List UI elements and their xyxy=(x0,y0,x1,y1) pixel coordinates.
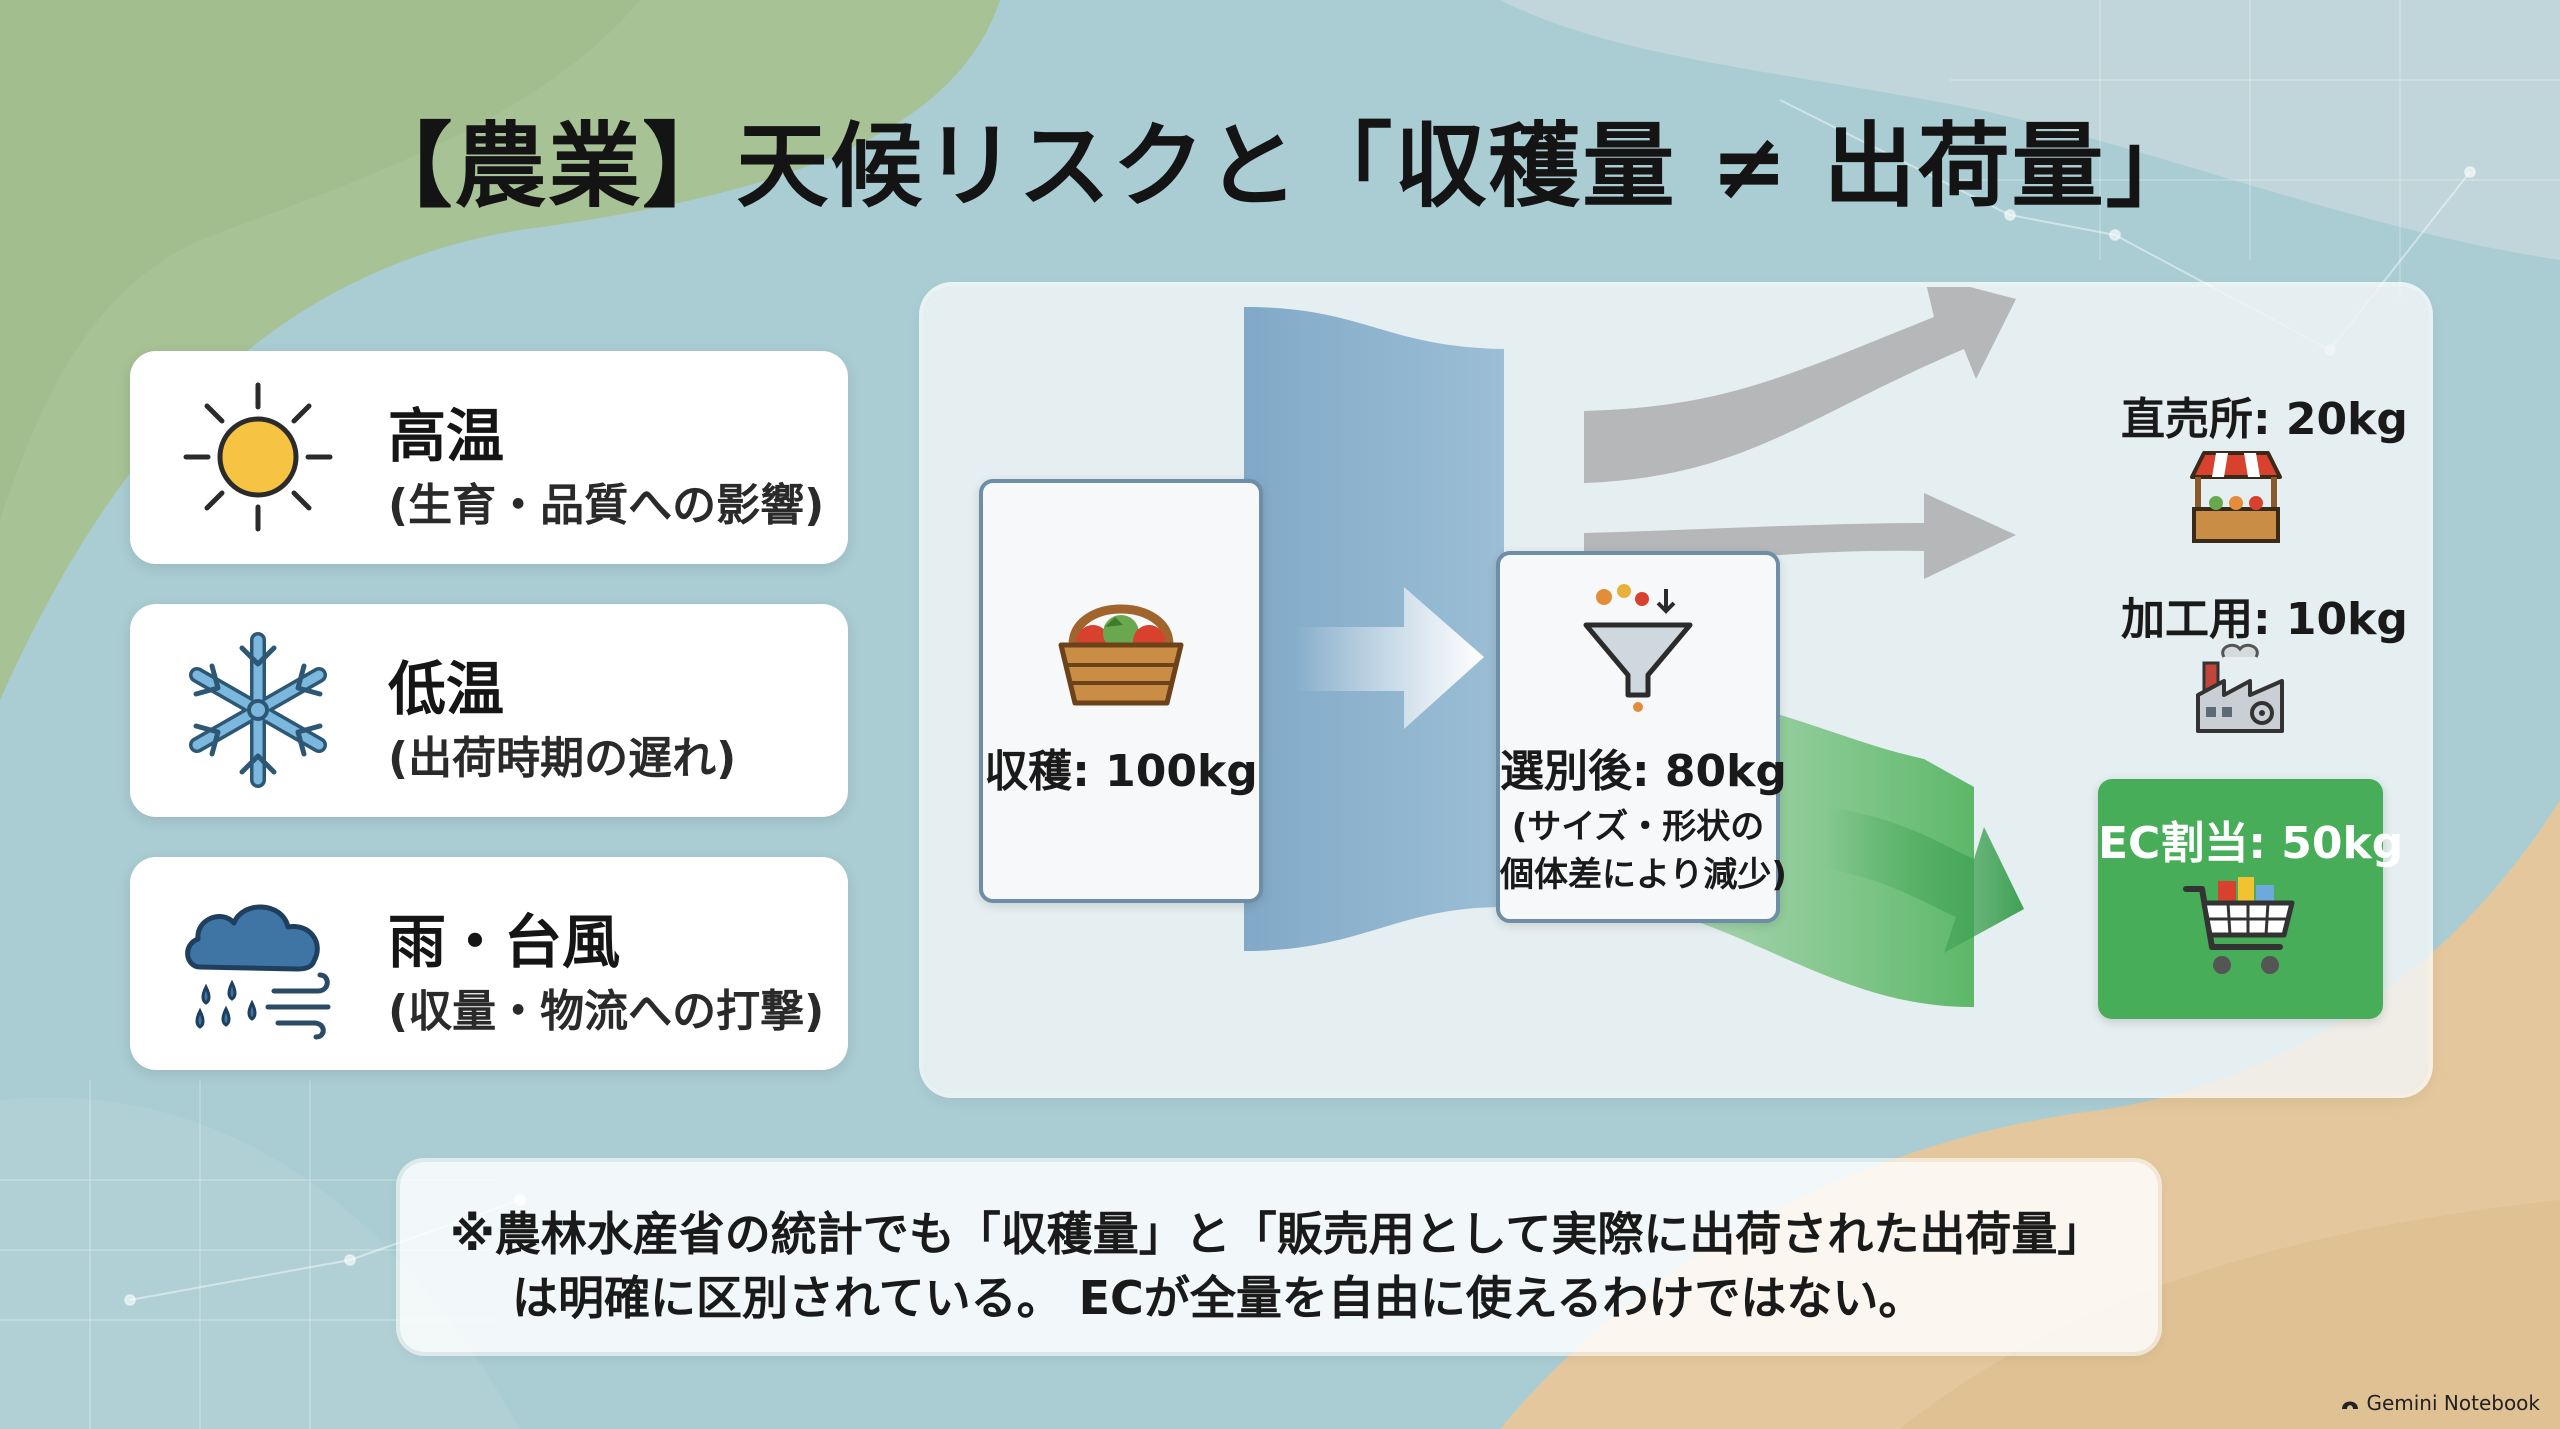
risk-name: 雨・台風 xyxy=(388,908,621,976)
basket-icon xyxy=(1058,604,1184,706)
page-title: 【農業】天候リスクと「収穫量 ≠ 出荷量」 xyxy=(360,113,2200,220)
risk-name: 低温 xyxy=(388,655,505,723)
green-arrow xyxy=(1824,807,2024,953)
flow-band-direct-sales xyxy=(1584,287,2016,483)
risk-desc: (収量・物流への打撃) xyxy=(388,986,825,1037)
rain-wind-icon xyxy=(185,904,331,1040)
risk-card-heat: 高温 (生育・品質への影響) xyxy=(130,351,848,564)
sorted-note-line2: 個体差により減少) xyxy=(1500,855,1787,895)
brand-mark: Gemini Notebook xyxy=(2340,1391,2540,1415)
risk-desc: (出荷時期の遅れ) xyxy=(388,733,737,784)
sorted-box: 選別後: 80kg (サイズ・形状の 個体差により減少) xyxy=(1496,551,1787,923)
sun-icon xyxy=(183,382,333,532)
ec-allocation-box: EC割当: 50kg xyxy=(2098,779,2404,1019)
factory-icon xyxy=(2196,643,2284,733)
risk-desc: (生育・品質への影響) xyxy=(388,480,825,531)
white-arrow xyxy=(1294,587,1484,729)
gemini-logo-icon xyxy=(2342,1401,2359,1409)
risk-card-rain: 雨・台風 (収量・物流への打撃) xyxy=(130,857,848,1070)
direct-sales-label: 直売所: 20kg xyxy=(2121,394,2408,445)
harvest-box: 収穫: 100kg xyxy=(979,479,1263,903)
risk-card-cold: 低温 (出荷時期の遅れ) xyxy=(130,604,848,817)
processing-label: 加工用: 10kg xyxy=(2121,594,2408,645)
ec-label: EC割当: 50kg xyxy=(2098,818,2404,869)
risk-name: 高温 xyxy=(388,402,505,470)
market-stall-icon xyxy=(2190,451,2282,543)
flow-panel: 収穫: 100kg 選別後: 80kg (サイズ・形状の 個体差により減少) 直… xyxy=(924,287,2428,1093)
harvest-label: 収穫: 100kg xyxy=(984,746,1258,797)
shopping-cart-icon xyxy=(2183,877,2295,974)
footnote-box: ※農林水産省の統計でも「収穫量」と「販売用として実際に出荷された出荷量」 は明確… xyxy=(400,1162,2158,1352)
footnote-line1: ※農林水産省の統計でも「収穫量」と「販売用として実際に出荷された出荷量」 xyxy=(450,1207,2104,1261)
footnote-line2: は明確に区別されている。 ECが全量を自由に使えるわけではない。 xyxy=(512,1271,1925,1325)
sorted-note-line1: (サイズ・形状の xyxy=(1511,807,1765,847)
snowflake-icon xyxy=(189,632,327,788)
sorted-label: 選別後: 80kg xyxy=(1500,746,1787,797)
funnel-icon xyxy=(1583,584,1693,712)
brand-text: Gemini Notebook xyxy=(2366,1391,2540,1415)
